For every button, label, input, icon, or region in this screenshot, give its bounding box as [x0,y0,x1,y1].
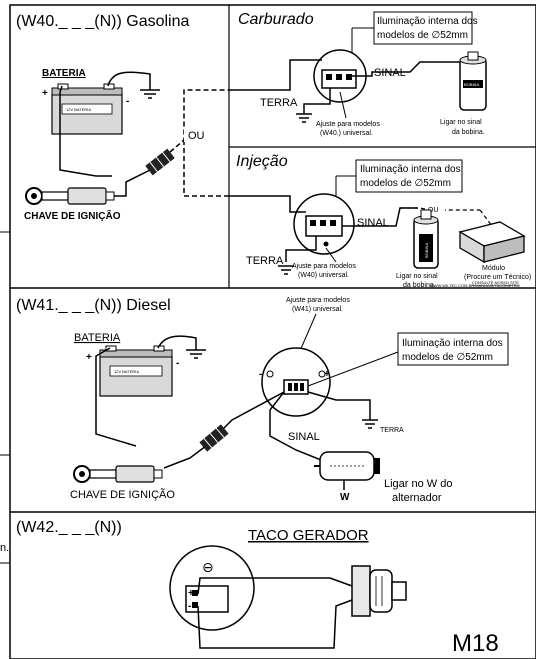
inj-signal-label: SINAL [357,217,389,229]
svg-text:+: + [86,352,92,363]
inj-or-label: OU [428,207,439,214]
w41-ignition-label: CHAVE DE IGNIÇÃO [70,488,175,501]
w41-adjust-line2: (W41) universal. [292,306,343,313]
carb-feed-wire [229,59,322,91]
svg-text:-: - [188,601,191,612]
page-frame [9,4,536,659]
svg-text:-: - [259,369,262,380]
w40-fuse-icon [145,148,175,176]
w40-battery: 12V BATERIA + - [42,83,129,135]
w41-ground-wire [307,391,371,420]
w41-ground-label: TERRA [380,427,404,434]
carb-gauge [313,49,367,103]
inj-coil-icon: BOBINA [413,209,439,269]
carb-illumination-line2: modelos de ∅52mm [377,30,468,41]
inj-illumination-line2: modelos de ∅52mm [360,178,451,189]
w41-ignition-key-icon [73,465,163,483]
w40-negative-wire [107,71,151,90]
carb-coil-line2: da bobina. [452,129,485,136]
carb-coil-line1: Ligar no sinal [440,119,482,126]
w42-gauge: ⊖ + - [169,545,255,631]
inj-module-line2: (Procure um Técnico) [464,274,531,281]
w40-ignition-key-icon [25,187,115,205]
inj-module-icon [458,209,526,264]
inj-signal-dashed [400,207,480,211]
inj-coil-line1: Ligar no sinal [396,273,438,280]
w41-battery: 12V BATERIA + - [86,345,179,397]
w40-feed-dashed-inj [183,140,229,197]
w41-illumination-box [397,332,509,366]
svg-text:+: + [42,88,48,99]
carb-ground-icon [296,113,312,123]
w41-battery-label: BATERIA [74,332,121,344]
w42-tacho-generator-icon [351,565,407,617]
inj-illumination-line1: Iluminação interna dos [360,164,461,175]
edge-mark: n. [0,542,9,554]
w42-title: (W42._ _ _(N)) [16,519,122,536]
inj-adjust-line2: (W40) universal. [298,272,349,279]
w41-alternator-terminal: W [340,492,350,503]
w40-title: (W40._ _ _(N)) Gasolina [16,13,189,30]
w41-signal-label: SINAL [288,431,320,443]
w41-battery-plate: 12V BATERIA [114,369,139,374]
carb-ground-wire [303,88,331,114]
inj-feed-wire [229,195,306,213]
w41-illumination-line2: modelos de ∅52mm [402,352,493,363]
w41-illumination-line1: Iluminação interna dos [402,338,503,349]
w41-positive-wire [95,347,137,447]
inj-site-url[interactable]: WWW.WILTEC.COM.BR/MANUAIS/TACÔMETRO [430,283,520,288]
svg-text:-: - [176,358,179,369]
carb-adjust-line2: (W40.) universal. [320,130,373,137]
w40-battery-plate: 12V BATERIA [66,107,91,112]
w41-alternator-line2: alternador [392,492,442,504]
page-code: M18 [452,630,499,657]
inj-coil-line2: da bobina. [403,282,436,289]
inj-title: Injeção [236,153,288,170]
w42-generator-label: TACO GERADOR [248,527,369,544]
inj-adjust-line1: Ajuste para modelos [292,263,356,270]
carb-ground-label: TERRA [260,97,298,109]
w40-ignition-label: CHAVE DE IGNIÇÃO [24,209,121,222]
w41-fuse-icon [199,424,229,452]
svg-text:+: + [188,588,194,599]
w40-battery-ground-icon [140,89,160,99]
w40-feed-dashed [169,89,229,153]
w40-positive-wire [59,85,112,177]
carb-illumination-box [373,11,473,45]
w42-gauge-symbol: ⊖ [202,559,214,575]
carb-illumination-line1: Iluminação interna dos [377,16,478,27]
w41-title: (W41._ _ _(N)) Diesel [16,297,171,314]
w40-or-label: OU [188,130,205,142]
w41-ignition-wire [163,445,207,469]
inj-ground-label: TERRA [246,255,284,267]
carb-signal-label: SINAL [374,67,406,79]
svg-text:+: + [324,369,330,380]
w41-signal-wire [269,391,337,467]
w40-ignition-wire [114,169,151,197]
w41-ground-icon [362,419,378,429]
carb-adjust-line1: Ajuste para modelos [316,121,380,128]
inj-module-line1: Módulo [482,265,505,272]
w41-alternator-line1: Ligar no W do [384,478,452,490]
inj-coil-tag: BOBINA [424,243,429,258]
w41-battery-ground-icon [186,349,206,359]
w42-negative-wire [197,599,353,649]
inj-ground-wire [285,236,317,262]
carb-title: Carburado [238,11,314,28]
carb-coil-tag: BOBINA [464,82,479,87]
inj-consult-site: CONSULTE NOSSO SITE [472,280,519,285]
inj-ground-icon [278,265,294,275]
w41-adjust-line1: Ajuste para modelos [286,297,350,304]
w41-negative-wire [157,335,197,350]
carb-signal-wire [352,61,460,77]
inj-illumination-box [355,159,463,193]
inj-gauge [293,193,355,255]
svg-text:-: - [126,96,129,107]
w42-positive-wire [197,577,353,595]
w41-alternator-icon: W [314,451,380,503]
carb-coil-icon: BOBINA [459,51,487,111]
w40-battery-label: BATERIA [42,68,86,79]
